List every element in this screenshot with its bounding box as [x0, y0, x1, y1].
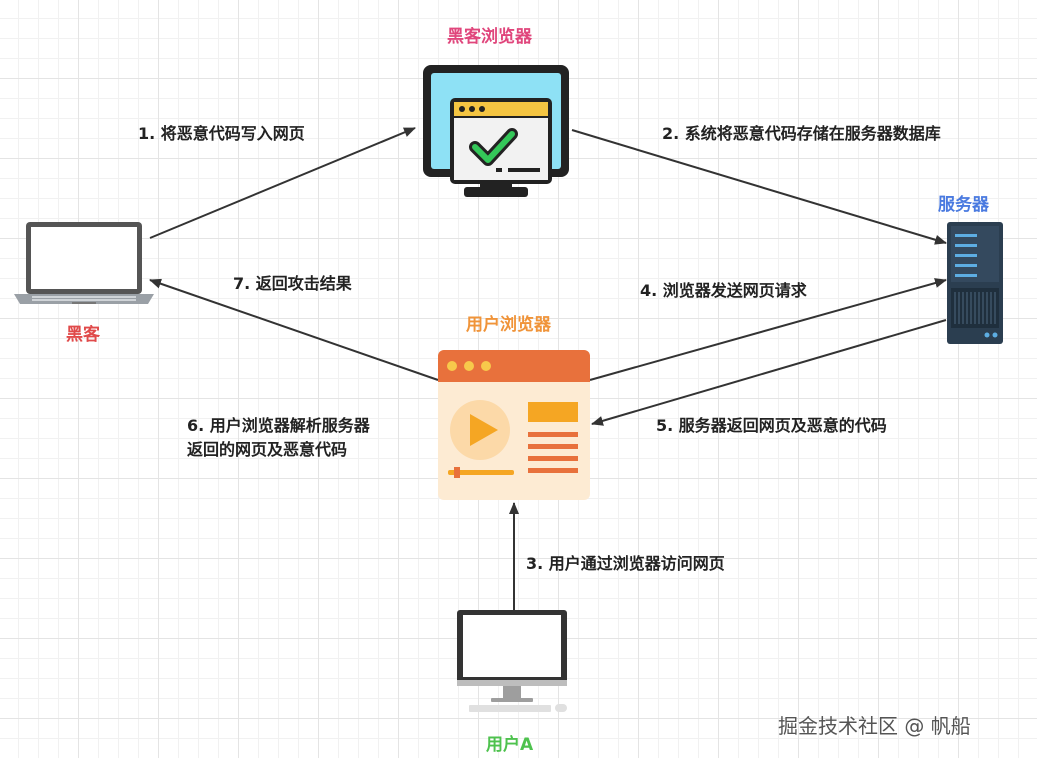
hacker-title: 黑客 [66, 325, 100, 345]
user-a-desktop-icon [457, 610, 567, 712]
arrow-step7 [149, 278, 439, 381]
step4-label: 4. 浏览器发送网页请求 [640, 281, 807, 300]
step6-label-line1: 6. 用户浏览器解析服务器 [187, 416, 370, 435]
user-a-title: 用户A [486, 735, 534, 755]
hacker-browser-monitor-icon [423, 65, 569, 197]
server-rack-icon [947, 222, 1003, 344]
arrow-step1 [149, 127, 416, 239]
arrow-step2 [571, 129, 947, 245]
step6-label-line2: 返回的网页及恶意代码 [187, 440, 348, 459]
hacker-browser-title: 黑客浏览器 [447, 27, 532, 47]
step2-label: 2. 系统将恶意代码存储在服务器数据库 [662, 124, 941, 143]
step3-label: 3. 用户通过浏览器访问网页 [526, 554, 725, 573]
user-browser-title: 用户浏览器 [466, 315, 551, 335]
step1-label: 1. 将恶意代码写入网页 [138, 124, 305, 143]
watermark: 掘金技术社区 @ 帆船 [778, 714, 971, 738]
hacker-laptop-icon [14, 222, 154, 304]
server-title: 服务器 [938, 195, 989, 215]
step7-label: 7. 返回攻击结果 [233, 274, 352, 293]
arrow-step5 [591, 319, 947, 426]
step5-label: 5. 服务器返回网页及恶意的代码 [656, 416, 887, 435]
user-browser-window-icon [438, 350, 590, 500]
arrow-step4 [589, 278, 947, 381]
